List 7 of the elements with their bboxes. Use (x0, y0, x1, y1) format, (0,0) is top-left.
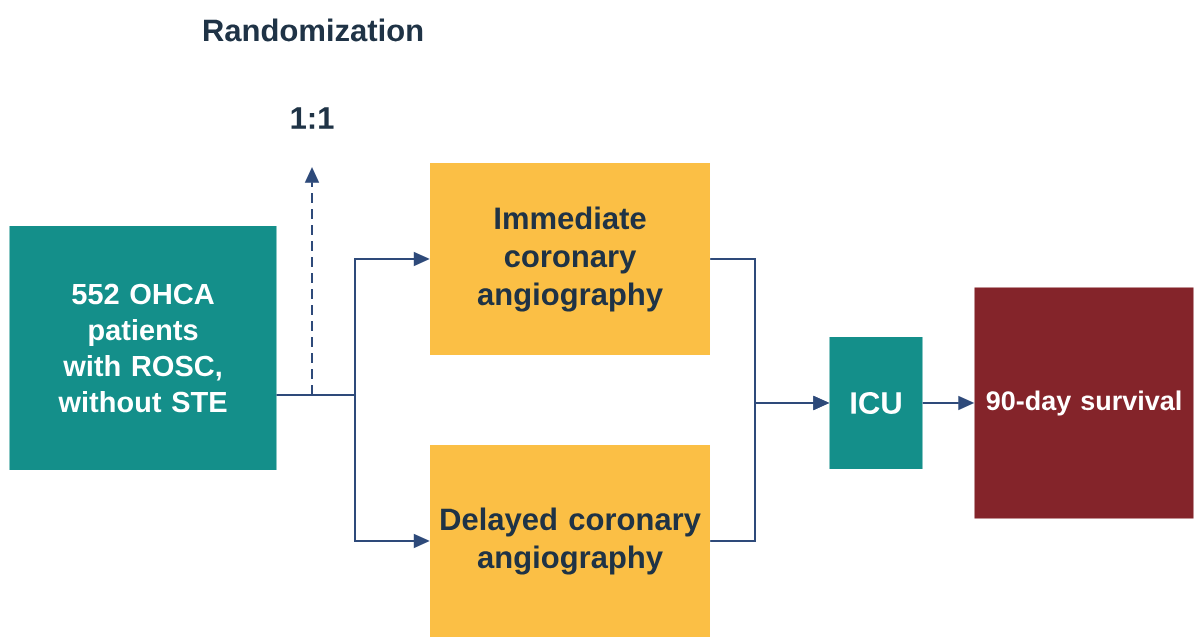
heading: Randomization (204, 18, 423, 42)
outcome-box: 90-day survival (974, 287, 1194, 519)
process-box: Delayed coronary angiography (430, 445, 710, 637)
ratio-label: 1:1 (291, 107, 334, 129)
process-box: 552 OHCA patients with ROSC, without STE (9, 226, 277, 470)
process-box: ICU (829, 337, 923, 469)
process-box: Immediate coronary angiography (430, 163, 710, 355)
